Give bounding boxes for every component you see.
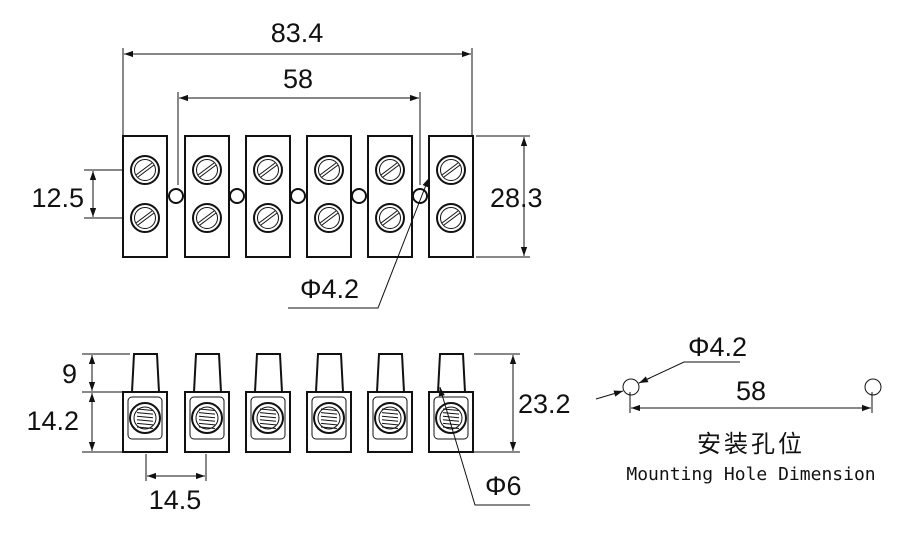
screw-pitch-label: 12.5: [31, 183, 84, 213]
front-terminal: [428, 353, 474, 453]
front-view-terminals: [122, 353, 474, 453]
front-view: 9 14.2 23.2 14.5 Φ6: [26, 353, 571, 515]
screw-head: [253, 155, 283, 185]
mounting-hole: [290, 188, 306, 204]
front-terminal: [245, 353, 291, 453]
overall-width-label: 83.4: [271, 18, 324, 48]
mounting-hole-title-en: Mounting Hole Dimension: [626, 464, 875, 485]
mounting-hole-left: [622, 378, 640, 396]
top-terminal: [122, 135, 168, 258]
pole-pitch-label: 14.5: [149, 485, 202, 515]
screw-head: [436, 155, 466, 185]
front-terminal: [122, 353, 168, 453]
top-terminal: [367, 135, 413, 258]
mounting-hole: [229, 188, 245, 204]
mounting-hole-title-cn: 安装孔位: [697, 430, 805, 458]
top-view: 83.4 58 12.5 28.3 Φ4.2: [31, 18, 543, 309]
hole-diameter-leader: [288, 184, 427, 309]
top-view-mounting-holes: [168, 188, 428, 204]
front-terminal: [184, 353, 230, 453]
base-height-label: 14.2: [26, 406, 79, 436]
mounting-hole-diameter-label: Φ4.2: [688, 332, 747, 362]
hole-diameter-label: Φ4.2: [300, 274, 359, 304]
mounting-hole-right: [864, 378, 882, 396]
screw-head: [192, 155, 222, 185]
top-terminal: [428, 135, 474, 258]
mounting-hole: [351, 188, 367, 204]
screw-head: [130, 155, 160, 185]
mounting-hole-diameter-leader: [638, 361, 740, 384]
hole-pitch-label: 58: [283, 64, 313, 94]
front-terminal: [306, 353, 352, 453]
mounting-hole-layout: Φ4.2 58 安装孔位 Mounting Hole Dimension: [595, 332, 882, 485]
screw-head: [130, 203, 160, 233]
screw-head: [375, 203, 405, 233]
top-terminal: [184, 135, 230, 258]
height-label: 28.3: [490, 183, 543, 213]
screw-head: [314, 155, 344, 185]
screw-head: [375, 155, 405, 185]
screw-diameter-leader: [439, 387, 530, 506]
screw-head: [436, 203, 466, 233]
top-terminal: [245, 135, 291, 258]
mounting-hole: [168, 188, 184, 204]
screw-head: [253, 203, 283, 233]
screw-head: [192, 203, 222, 233]
screw-head: [314, 203, 344, 233]
mounting-hole-pitch-label: 58: [736, 376, 766, 406]
mounting-hole: [412, 188, 428, 204]
front-terminal: [367, 353, 413, 453]
top-terminal: [306, 135, 352, 258]
screw-diameter-label: Φ6: [485, 471, 522, 501]
screw-height-label: 9: [62, 359, 77, 389]
total-height-label: 23.2: [518, 389, 571, 419]
top-view-terminals: [122, 135, 474, 258]
